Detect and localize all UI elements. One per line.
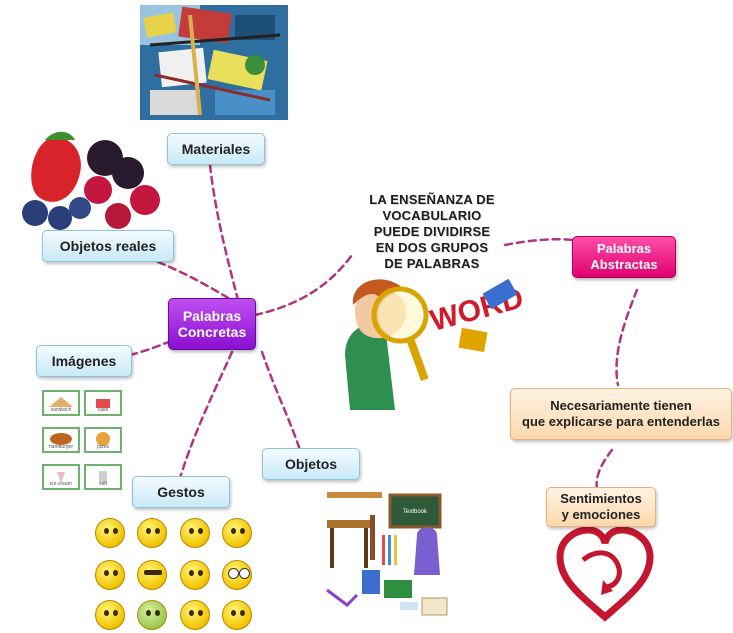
connector-gestos: [178, 350, 234, 480]
emoji-face-icon: [137, 600, 167, 630]
node-palabras-concretas-label: Concretas: [177, 324, 247, 340]
emoji-face-icon: [180, 560, 210, 590]
node-gestos[interactable]: Gestos: [132, 476, 230, 508]
emoji-face-icon: [180, 518, 210, 548]
school-objects-clipart: Textbook: [322, 490, 454, 625]
heart-clipart: [555, 525, 655, 625]
emoji-face-icon: [222, 518, 252, 548]
node-imagenes-label: Imágenes: [51, 353, 117, 369]
connector-sentimientos: [595, 448, 614, 492]
connector-abstractas: [503, 237, 575, 247]
emoji-face-icon: [95, 518, 125, 548]
node-objetos-label: Objetos: [284, 456, 338, 472]
node-sentimientos[interactable]: Sentimientos y emociones: [546, 487, 656, 527]
central-title-line: LA ENSEÑANZA DE: [369, 192, 495, 207]
connector-materiales: [208, 163, 240, 302]
node-necesariamente-label: Necesariamente tienen: [550, 398, 692, 413]
node-gestos-label: Gestos: [157, 484, 205, 500]
connector-central: [253, 253, 354, 317]
node-imagenes[interactable]: Imágenes: [36, 345, 132, 377]
node-necesariamente[interactable]: Necesariamente tienen que explicarse par…: [510, 388, 732, 440]
central-title-line: PUEDE DIVIDIRSE: [373, 224, 491, 239]
node-sentimientos-label: Sentimientos: [560, 491, 642, 506]
flashcard: ice cream: [42, 464, 80, 490]
flashcard: cake: [84, 390, 122, 416]
flashcard: salt: [84, 464, 122, 490]
central-title-line: VOCABULARIO: [382, 208, 482, 223]
node-objetos[interactable]: Objetos: [262, 448, 360, 480]
node-materiales[interactable]: Materiales: [167, 133, 265, 165]
emoji-face-icon: [95, 600, 125, 630]
connector-necesariamente: [615, 288, 639, 387]
node-palabras-concretas-label: Palabras: [182, 308, 242, 324]
emoji-face-icon: [137, 560, 167, 590]
emoji-face-icon: [180, 600, 210, 630]
flashcard: hamburger: [42, 427, 80, 453]
node-palabras-abstractas-label: Abstractas: [590, 257, 658, 272]
node-sentimientos-label: y emociones: [561, 507, 641, 522]
central-title-line: EN DOS GRUPOS: [375, 240, 489, 255]
node-palabras-abstractas[interactable]: Palabras Abstractas: [572, 236, 676, 278]
node-objetos-reales-label: Objetos reales: [59, 238, 157, 254]
emoji-face-icon: [222, 600, 252, 630]
office-supplies-image: [140, 5, 288, 120]
connector-objetos: [260, 350, 302, 452]
node-palabras-concretas[interactable]: Palabras Concretas: [168, 298, 256, 350]
node-palabras-abstractas-label: Palabras: [596, 241, 652, 256]
node-objetos-reales[interactable]: Objetos reales: [42, 230, 174, 262]
emoji-face-icon: [222, 560, 252, 590]
emoji-face-icon: [137, 518, 167, 548]
central-title-line: DE PALABRAS: [384, 256, 480, 271]
fruits-image: [10, 128, 170, 233]
node-materiales-label: Materiales: [181, 141, 251, 157]
flashcard: sandwich: [42, 390, 80, 416]
emoji-face-icon: [95, 560, 125, 590]
central-title: LA ENSEÑANZA DE VOCABULARIO PUEDE DIVIDI…: [352, 192, 512, 272]
flashcard: pizza: [84, 427, 122, 453]
chalkboard-label: Textbook: [403, 509, 428, 515]
boy-magnifier-clipart: WORD: [325, 270, 530, 415]
node-necesariamente-label: que explicarse para entenderlas: [522, 414, 720, 429]
